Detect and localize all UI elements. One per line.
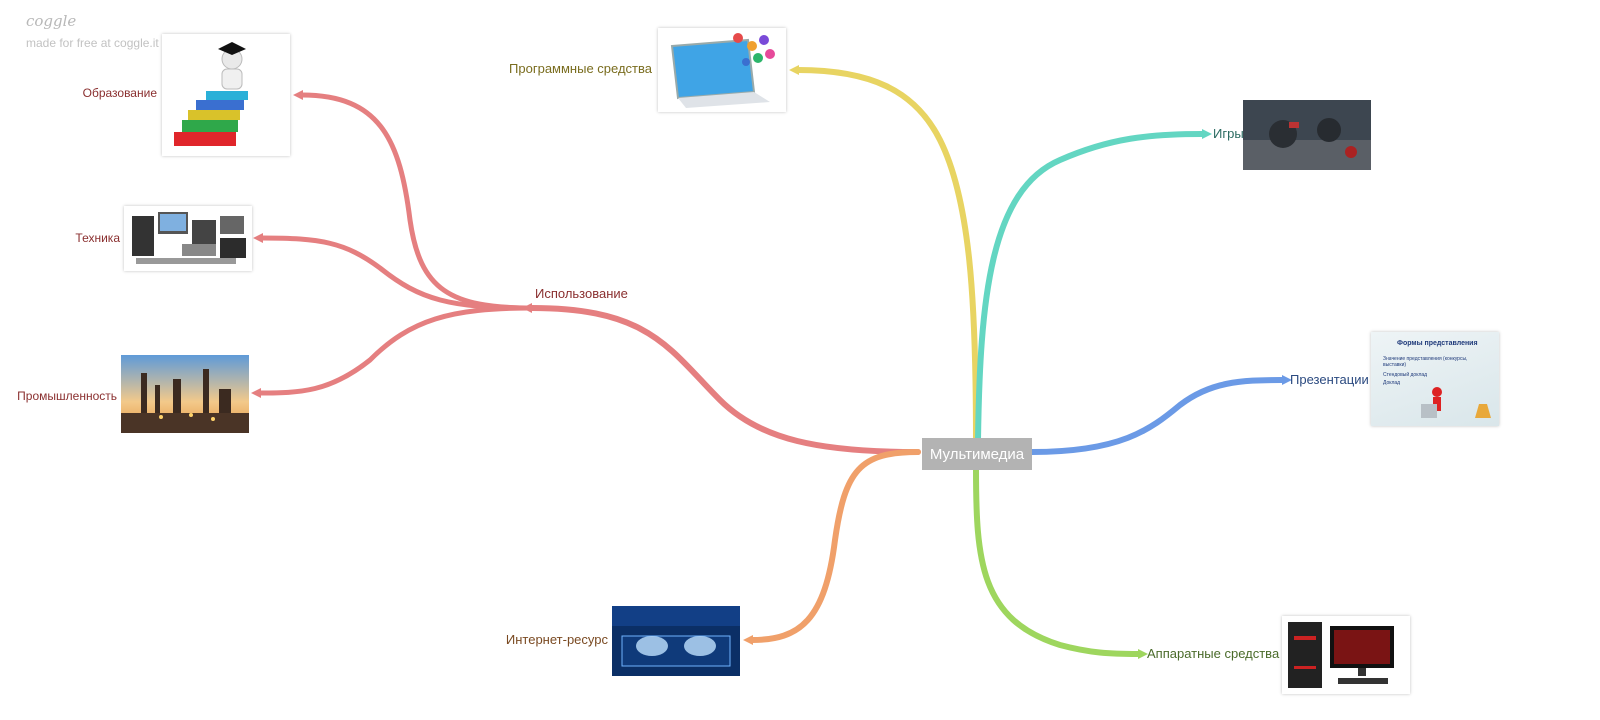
node-label-obrazovanie[interactable]: Образование xyxy=(82,86,157,100)
branch-line-ispolzovanie xyxy=(529,305,921,455)
presentation-slide-image[interactable]: Формы представления Значение представлен… xyxy=(1371,332,1499,426)
books-stack-graduate-image[interactable] xyxy=(162,34,290,156)
branch-line-tehnika xyxy=(259,235,535,311)
electronics-illustration xyxy=(132,212,246,264)
branch-line-prezentacii xyxy=(1029,377,1285,455)
slide-title: Формы представления xyxy=(1397,340,1478,347)
branch-line-programmnye xyxy=(795,67,979,443)
node-label-promyshlennost[interactable]: Промышленность xyxy=(17,389,117,403)
keyboard-hands-image[interactable] xyxy=(612,606,740,676)
game-scene-image[interactable] xyxy=(1243,100,1371,170)
laptop-apps-image[interactable] xyxy=(658,28,786,112)
pc-illustration xyxy=(1288,622,1394,688)
game-illustration xyxy=(1243,100,1371,170)
industrial-plant-image[interactable] xyxy=(121,355,249,433)
slide-bullet-2: Стендовый доклад xyxy=(1383,372,1428,378)
slide-bullet-1: Значение представления (конкурсы, выстав… xyxy=(1383,356,1468,368)
branch-line-promyshlennost xyxy=(257,305,535,396)
root-node[interactable]: Мультимедиа xyxy=(922,438,1032,470)
coggle-logo: coggle xyxy=(26,12,77,30)
slide-figure xyxy=(1421,387,1491,418)
slide-bullet-3: Доклад xyxy=(1383,380,1401,386)
branch-label-igry[interactable]: Игры xyxy=(1213,126,1244,141)
branch-line-internet xyxy=(749,449,921,643)
branch-label-prezentacii[interactable]: Презентации xyxy=(1290,372,1369,387)
books-illustration xyxy=(174,42,248,146)
node-label-tehnika[interactable]: Техника xyxy=(75,231,120,245)
coggle-watermark: coggle made for free at coggle.it xyxy=(26,12,159,50)
branch-line-apparatnye xyxy=(973,465,1141,657)
branch-label-ispolzovanie[interactable]: Использование xyxy=(535,286,628,301)
branch-label-internet[interactable]: Интернет-ресурс xyxy=(505,632,608,647)
branch-label-programmnye[interactable]: Программные средства xyxy=(509,61,652,76)
watermark-tagline: made for free at coggle.it xyxy=(26,36,159,50)
branch-line-obrazovanie xyxy=(299,92,535,311)
industrial-illustration xyxy=(121,355,249,433)
laptop-illustration xyxy=(670,33,775,108)
electronics-collection-image[interactable] xyxy=(124,206,252,271)
branch-line-igry xyxy=(975,131,1205,443)
root-node-label: Мультимедиа xyxy=(929,445,1025,463)
gaming-pc-image[interactable] xyxy=(1282,616,1410,694)
branch-label-apparatnye[interactable]: Аппаратные средства xyxy=(1147,646,1280,661)
keyboard-illustration xyxy=(612,606,740,676)
